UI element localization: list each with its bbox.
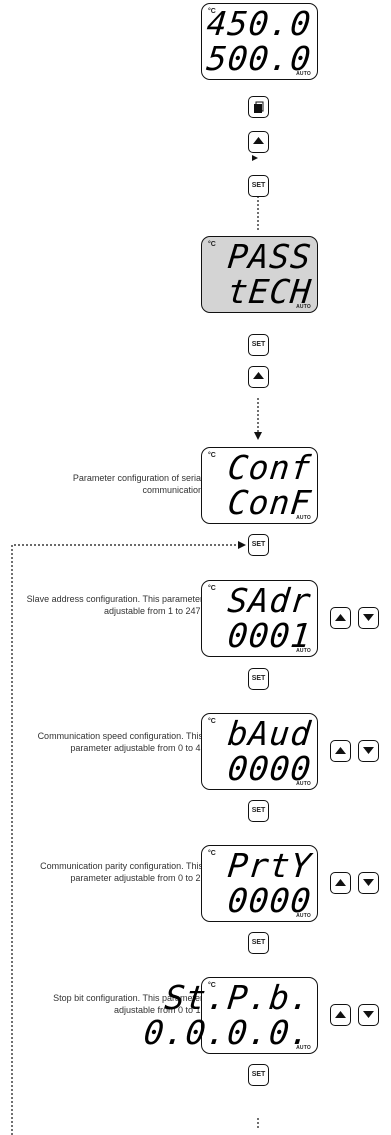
right-indicator-icon xyxy=(252,155,258,161)
down-button-5[interactable] xyxy=(358,740,379,762)
up-button-7[interactable] xyxy=(330,1004,351,1026)
set-button-4[interactable]: SET xyxy=(248,668,269,690)
desc-parity: Communication parity configuration. This… xyxy=(40,861,203,883)
display-panel-7: °C St.P.b. 0.0.0.0. AUTO xyxy=(142,977,318,1054)
unit-label: °C xyxy=(208,718,216,725)
set-label: SET xyxy=(251,675,266,682)
desc-baud: Communication speed configuration. This … xyxy=(37,731,203,753)
set-label: SET xyxy=(251,341,266,348)
up-arrow-icon xyxy=(253,137,264,144)
down-arrow-icon xyxy=(363,747,374,754)
up-button-6[interactable] xyxy=(330,872,351,894)
display-line-1: Conf xyxy=(225,448,314,487)
desc-slave-address: Slave address configuration. This parame… xyxy=(26,594,203,616)
set-label: SET xyxy=(251,541,266,548)
unit-label: °C xyxy=(208,8,216,15)
up-button-1[interactable] xyxy=(248,131,269,153)
display-line-1: bAud xyxy=(225,714,314,753)
set-label: SET xyxy=(251,807,266,814)
set-label: SET xyxy=(251,939,266,946)
up-arrow-icon xyxy=(253,372,264,379)
display-line-1: St.P.b. xyxy=(162,978,314,1017)
arrowhead-conf xyxy=(254,432,262,440)
down-arrow-icon xyxy=(363,879,374,886)
page-button[interactable] xyxy=(248,96,269,118)
display-panel-6: °C PrtY 0000 AUTO xyxy=(201,845,318,922)
desc-stop-bit: Stop bit configuration. This parameter a… xyxy=(53,993,203,1015)
down-arrow-icon xyxy=(363,1011,374,1018)
up-arrow-icon xyxy=(335,1011,346,1018)
set-label: SET xyxy=(251,1071,266,1078)
unit-label: °C xyxy=(208,241,216,248)
up-arrow-icon xyxy=(335,614,346,621)
display-panel-1: °C 450.0 500.0 AUTO xyxy=(201,3,318,80)
set-button-5[interactable]: SET xyxy=(248,800,269,822)
display-panel-5: °C bAud 0000 AUTO xyxy=(201,713,318,790)
mode-label: AUTO xyxy=(296,913,311,919)
loop-back-line xyxy=(11,544,238,1135)
down-arrow-icon xyxy=(363,614,374,621)
display-panel-2: °C PASS tECH AUTO xyxy=(201,236,318,313)
down-button-4[interactable] xyxy=(358,607,379,629)
down-button-6[interactable] xyxy=(358,872,379,894)
display-line-1: 450.0 xyxy=(204,4,314,43)
up-button-4[interactable] xyxy=(330,607,351,629)
display-line-2: 0.0.0.0. xyxy=(141,1013,314,1052)
up-button-5[interactable] xyxy=(330,740,351,762)
unit-label: °C xyxy=(208,585,216,592)
unit-label: °C xyxy=(208,452,216,459)
set-button-2[interactable]: SET xyxy=(248,334,269,356)
up-button-2[interactable] xyxy=(248,366,269,388)
set-button-3[interactable]: SET xyxy=(248,534,269,556)
display-line-1: SAdr xyxy=(225,581,314,620)
mode-label: AUTO xyxy=(296,515,311,521)
desc-comm-config: Parameter configuration of serial commun… xyxy=(72,473,203,495)
up-arrow-icon xyxy=(335,747,346,754)
set-button-6[interactable]: SET xyxy=(248,932,269,954)
set-button-1[interactable]: SET xyxy=(248,175,269,197)
up-arrow-icon xyxy=(335,879,346,886)
down-button-7[interactable] xyxy=(358,1004,379,1026)
set-label: SET xyxy=(251,182,266,189)
mode-label: AUTO xyxy=(296,1045,311,1051)
display-panel-3: °C Conf ConF AUTO xyxy=(201,447,318,524)
display-line-1: PrtY xyxy=(225,846,314,885)
mode-label: AUTO xyxy=(296,648,311,654)
loop-arrowhead xyxy=(238,541,246,549)
unit-label: °C xyxy=(208,850,216,857)
unit-label: °C xyxy=(208,982,216,989)
set-button-7[interactable]: SET xyxy=(248,1064,269,1086)
page-icon xyxy=(254,101,264,113)
mode-label: AUTO xyxy=(296,71,311,77)
display-line-1: PASS xyxy=(225,237,314,276)
mode-label: AUTO xyxy=(296,781,311,787)
display-panel-4: °C SAdr 0001 AUTO xyxy=(201,580,318,657)
mode-label: AUTO xyxy=(296,304,311,310)
